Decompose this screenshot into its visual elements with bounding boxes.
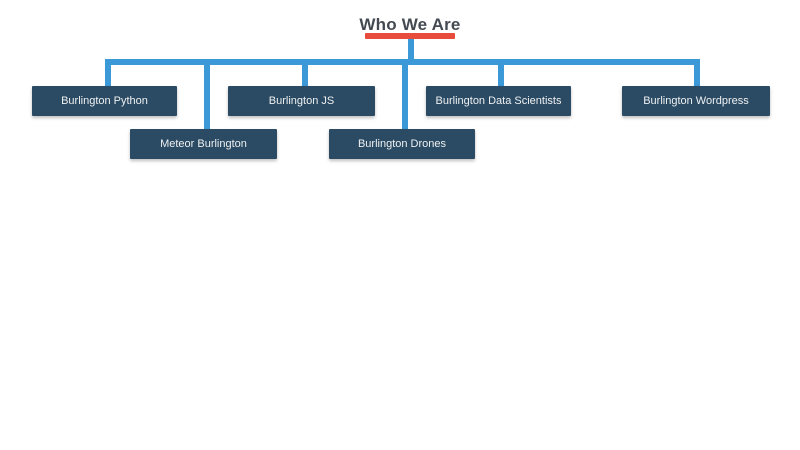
node-label: Burlington Drones [357,137,447,150]
node-burlington-drones: Burlington Drones [329,129,475,159]
node-burlington-js: Burlington JS [228,86,375,116]
node-label: Burlington Wordpress [643,94,749,107]
connector-drop-burlington-python [105,59,111,88]
connector-drop-burlington-drones [402,59,408,131]
node-label: Meteor Burlington [160,137,247,150]
connector-drop-meteor-burlington [204,59,210,131]
connector-title-stem [408,39,414,62]
title-underline [365,33,455,39]
node-burlington-data-scientists: Burlington Data Scientists [426,86,571,116]
node-label: Burlington JS [268,94,335,107]
node-label: Burlington Data Scientists [435,94,562,107]
node-burlington-python: Burlington Python [32,86,177,116]
node-meteor-burlington: Meteor Burlington [130,129,277,159]
connector-drop-burlington-data-scientists [498,59,504,88]
connector-drop-burlington-js [302,59,308,88]
connector-drop-burlington-wordpress [694,59,700,88]
page-title: Who We Are [359,15,461,34]
node-label: Burlington Python [61,94,148,107]
node-burlington-wordpress: Burlington Wordpress [622,86,770,116]
